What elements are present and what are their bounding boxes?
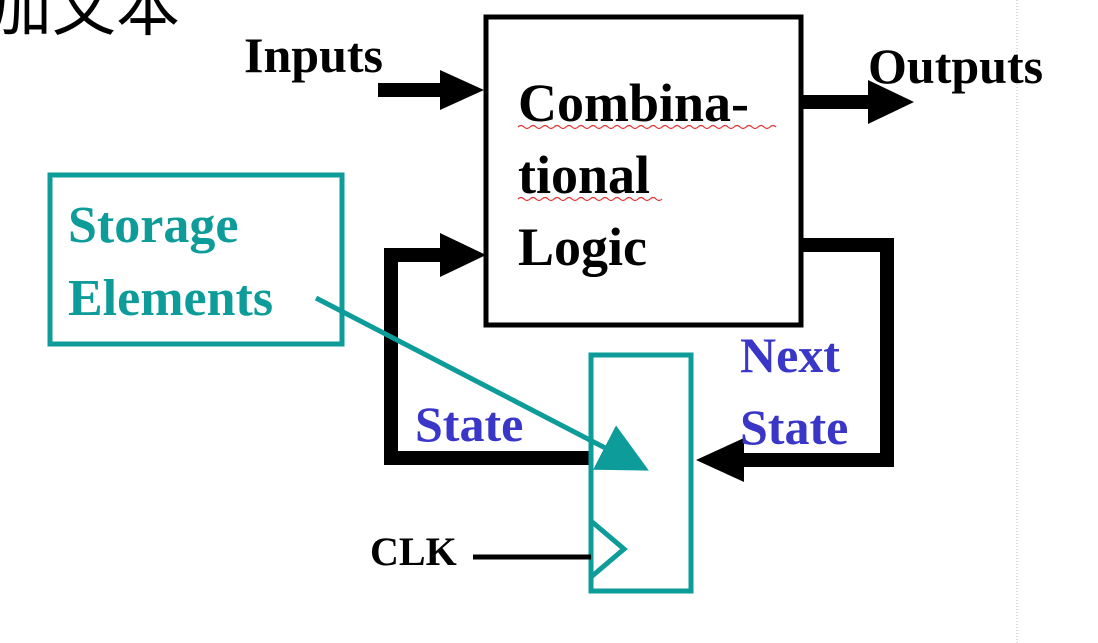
state-wire: [384, 248, 590, 465]
logic-label-line3: Logic: [518, 217, 647, 277]
outputs-arrowhead: [868, 80, 914, 124]
callout-pointer-arrow: [314, 295, 649, 471]
combinational-logic-box: [483, 14, 804, 328]
spellcheck-squiggle-line1: [517, 124, 777, 130]
storage-label-line2: Elements: [68, 270, 273, 327]
clock-triangle: [589, 519, 628, 579]
state-arrowhead: [440, 233, 486, 277]
state-label: State: [415, 396, 523, 452]
logic-label-line1: Combina-: [518, 73, 749, 133]
next-state-wire: [744, 238, 894, 467]
storage-register-box: [588, 352, 694, 594]
inputs-label: Inputs: [244, 27, 383, 83]
next-state-label-line2: State: [740, 399, 848, 455]
inputs-arrowhead: [440, 70, 484, 110]
next-state-label-line1: Next: [740, 327, 840, 383]
storage-label-line1: Storage: [68, 197, 238, 254]
logic-label-line2: tional: [518, 145, 650, 205]
header-fragment-text: 加文本: [0, 0, 180, 46]
spellcheck-squiggle-line2: [517, 196, 663, 202]
outputs-label: Outputs: [868, 38, 1043, 94]
clk-label: CLK: [370, 529, 457, 574]
storage-elements-callout-box: [47, 172, 345, 347]
next-state-arrowhead: [696, 438, 744, 482]
